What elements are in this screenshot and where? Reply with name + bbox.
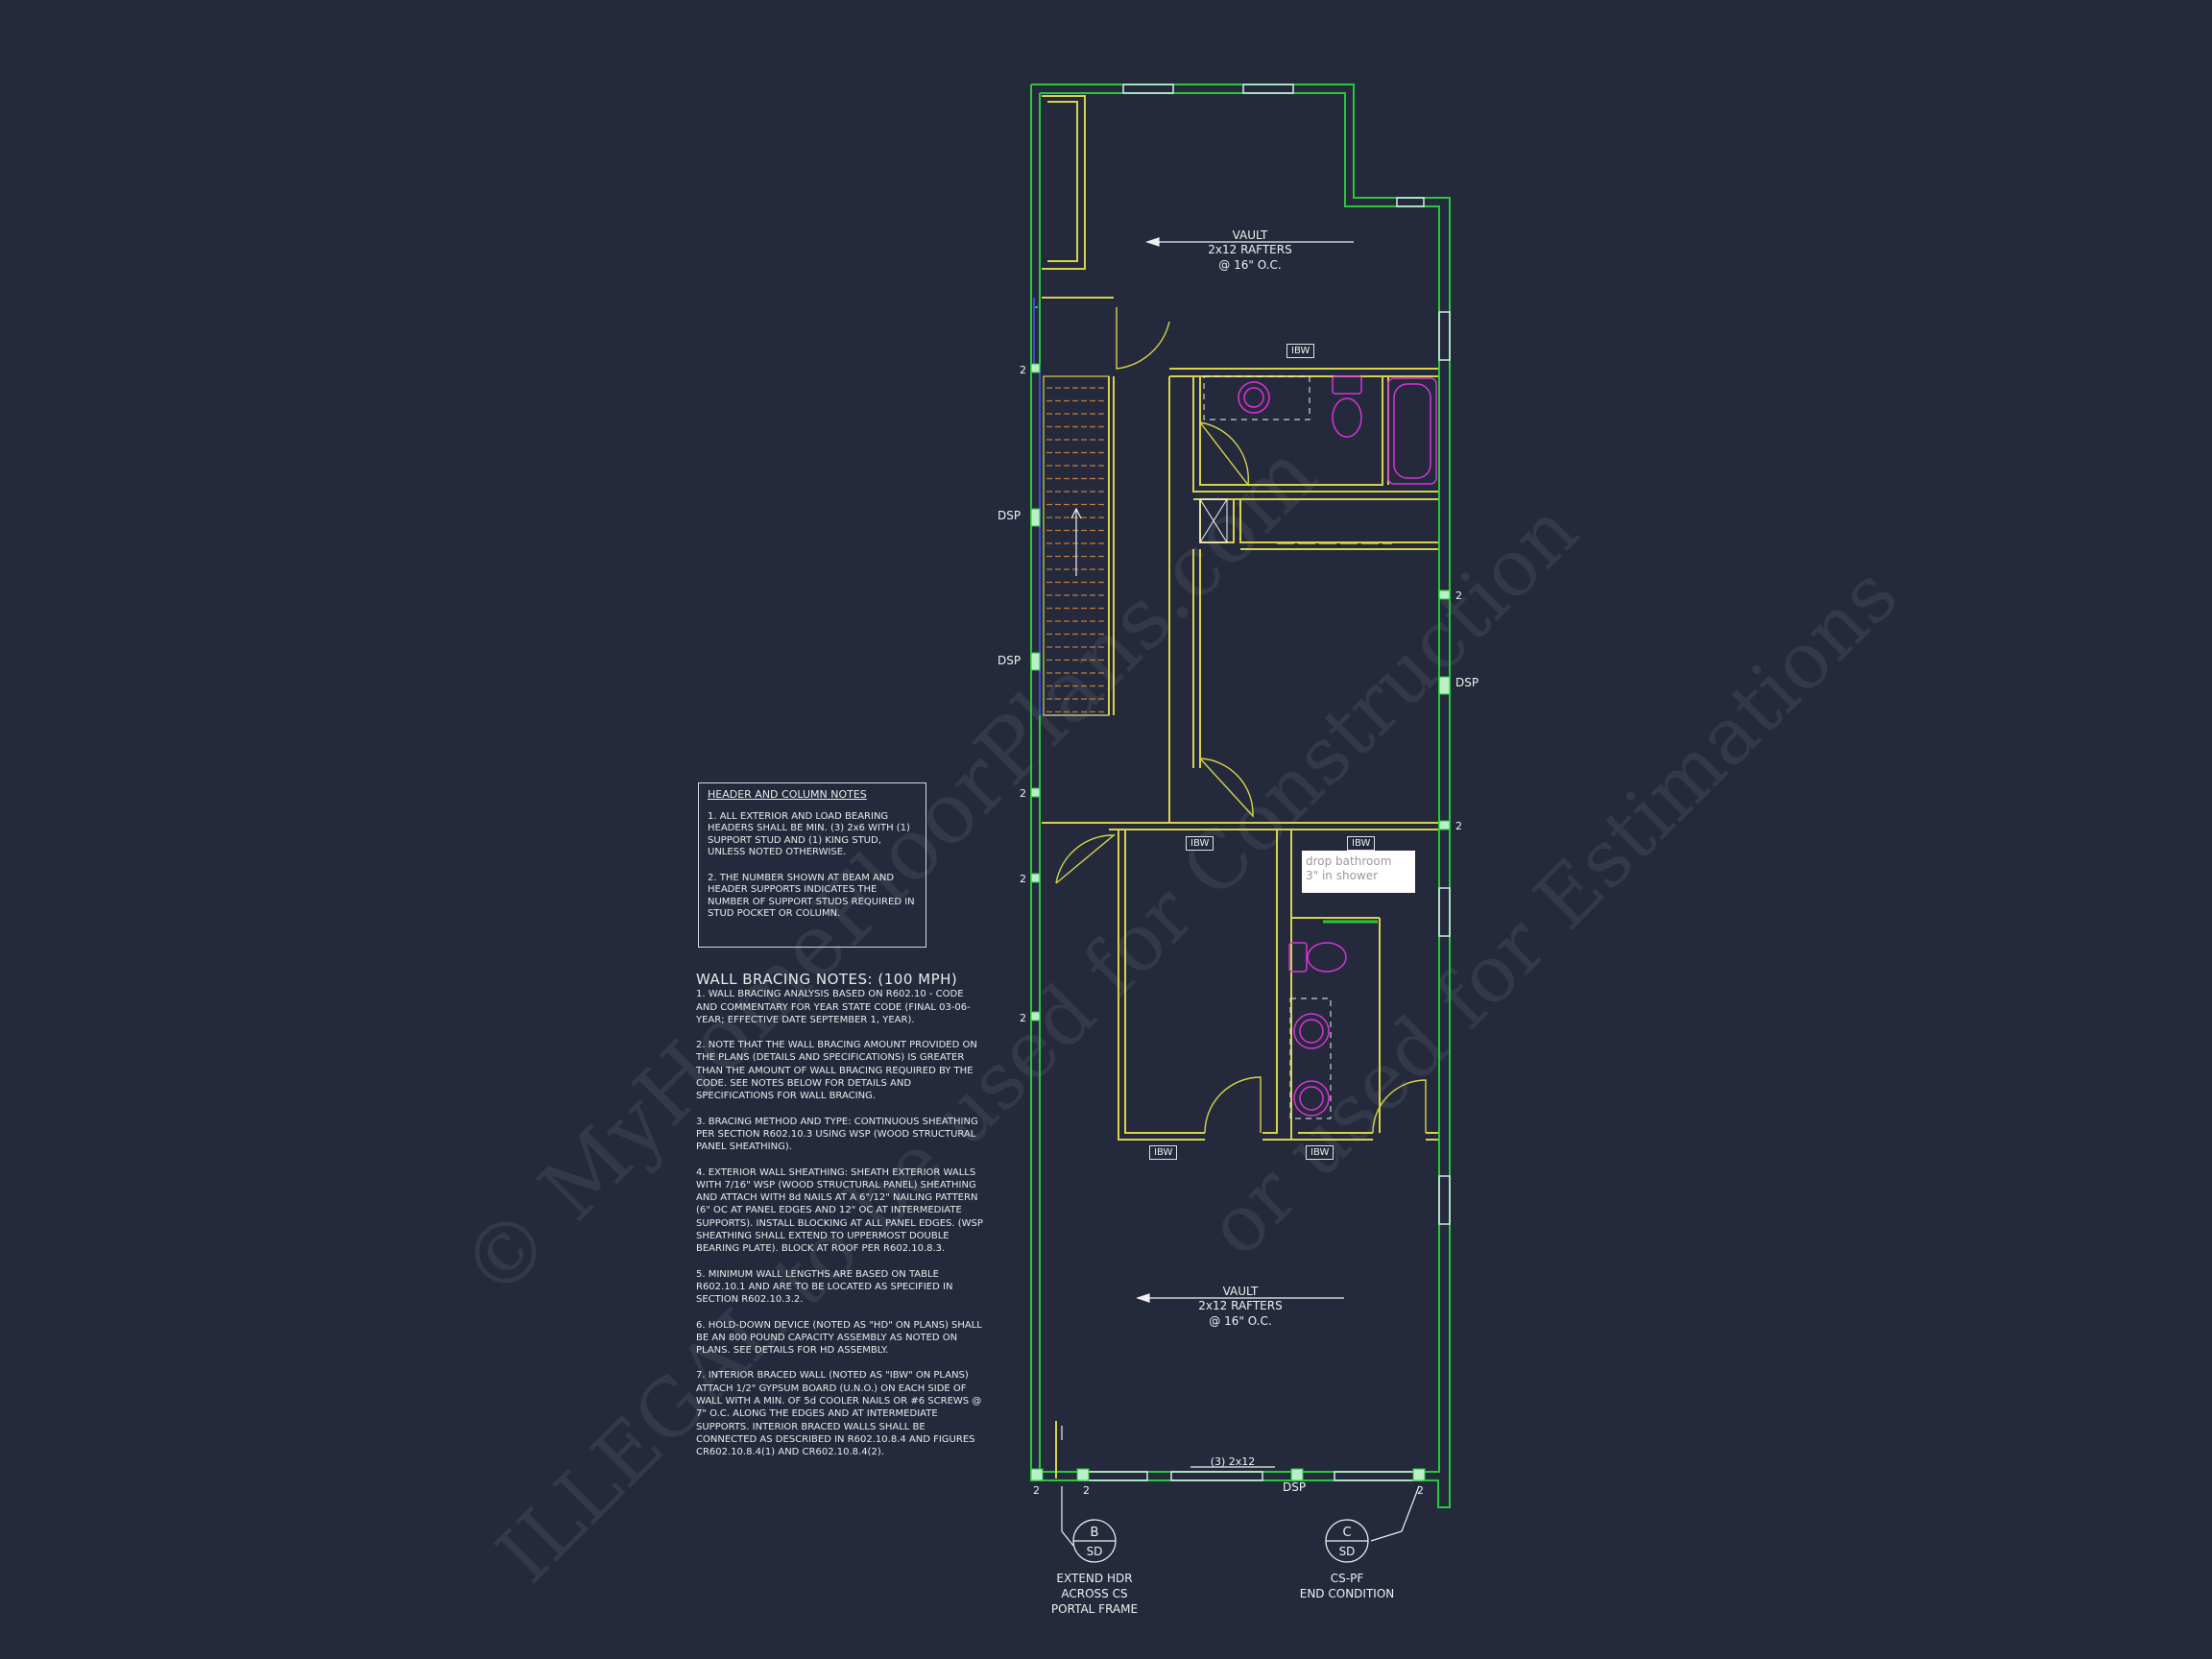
ibw-tag: IBW bbox=[1286, 344, 1315, 358]
svg-text:2: 2 bbox=[1020, 787, 1026, 800]
windows bbox=[1079, 84, 1451, 1481]
wall-bracing-notes: WALL BRACING NOTES: (100 MPH) 1. WALL BR… bbox=[696, 971, 984, 1472]
vault-arrows bbox=[1136, 237, 1354, 1303]
svg-text:2: 2 bbox=[1020, 1012, 1026, 1024]
bracing-note-1: 1. WALL BRACING ANALYSIS BASED ON R602.1… bbox=[696, 989, 971, 1025]
callout-c-caption: CS-PF END CONDITION bbox=[1299, 1572, 1395, 1600]
header-note-2: 2. THE NUMBER SHOWN AT BEAM AND HEADER S… bbox=[708, 872, 915, 920]
header-note-1: 1. ALL EXTERIOR AND LOAD BEARING HEADERS… bbox=[708, 810, 910, 858]
bracing-note-3: 3. BRACING METHOD AND TYPE: CONTINUOUS S… bbox=[696, 1116, 978, 1153]
callout-b-sheet[interactable]: SD bbox=[1087, 1545, 1103, 1558]
stair-treads bbox=[1046, 387, 1106, 713]
vault-top-title: VAULT bbox=[1233, 228, 1268, 242]
comment-line-2: 3" in shower bbox=[1306, 869, 1379, 882]
bracing-note-7: 7. INTERIOR BRACED WALL (NOTED AS "IBW" … bbox=[696, 1370, 982, 1458]
doors bbox=[1055, 307, 1427, 1134]
wall-sheathing-marks bbox=[1033, 298, 1109, 716]
callout-b-caption: EXTEND HDR ACROSS CS PORTAL FRAME bbox=[1050, 1572, 1139, 1616]
svg-text:2: 2 bbox=[1020, 873, 1026, 885]
svg-text:2: 2 bbox=[1020, 364, 1026, 376]
vault-bottom-rafters: 2x12 RAFTERS bbox=[1198, 1299, 1282, 1312]
bracing-notes-title: WALL BRACING NOTES: (100 MPH) bbox=[696, 971, 958, 988]
detail-callouts bbox=[1061, 1426, 1420, 1563]
svg-text:2: 2 bbox=[1417, 1484, 1424, 1497]
staircase bbox=[1043, 375, 1110, 716]
bracing-note-5: 5. MINIMUM WALL LENGTHS ARE BASED ON TAB… bbox=[696, 1268, 953, 1306]
dsp-labels: DSP DSP DSP DSP bbox=[998, 509, 1479, 1494]
stud-count-labels: 2 2 2 2 2 2 2 2 2 bbox=[1020, 364, 1462, 1497]
svg-text:DSP: DSP bbox=[998, 654, 1021, 667]
svg-text:DSP: DSP bbox=[1283, 1480, 1306, 1494]
vault-bottom-title: VAULT bbox=[1223, 1285, 1259, 1298]
plumbing-fixtures bbox=[1238, 375, 1437, 1117]
bracing-note-6: 6. HOLD-DOWN DEVICE (NOTED AS "HD" ON PL… bbox=[696, 1319, 982, 1357]
svg-text:2: 2 bbox=[1083, 1484, 1090, 1497]
svg-text:DSP: DSP bbox=[1455, 676, 1479, 689]
callout-c-letter[interactable]: C bbox=[1342, 1526, 1351, 1540]
header-notes-title: HEADER AND COLUMN NOTES bbox=[708, 788, 867, 801]
comment-line-1: drop bathroom bbox=[1306, 854, 1392, 868]
ibw-tag: IBW bbox=[1347, 836, 1376, 851]
chase-box bbox=[1199, 498, 1228, 543]
header-size-label: (3) 2x12 bbox=[1211, 1455, 1256, 1468]
ibw-tag: IBW bbox=[1149, 1145, 1178, 1160]
callout-b-letter[interactable]: B bbox=[1091, 1526, 1099, 1540]
svg-text:2: 2 bbox=[1033, 1484, 1040, 1497]
callout-c-sheet[interactable]: SD bbox=[1339, 1545, 1356, 1558]
vault-top-spacing: @ 16" O.C. bbox=[1218, 258, 1281, 272]
ibw-tag: IBW bbox=[1306, 1145, 1334, 1160]
vault-top-rafters: 2x12 RAFTERS bbox=[1208, 243, 1291, 256]
interior-walls bbox=[1042, 95, 1438, 1479]
ibw-tag: IBW bbox=[1186, 836, 1214, 851]
vanity-outlines bbox=[1203, 375, 1332, 1119]
comment-popup[interactable]: drop bathroom 3" in shower bbox=[1302, 851, 1415, 893]
bracing-note-2: 2. NOTE THAT THE WALL BRACING AMOUNT PRO… bbox=[696, 1040, 977, 1102]
svg-text:2: 2 bbox=[1455, 589, 1462, 602]
stud-markers bbox=[1030, 363, 1451, 1481]
header-column-notes: HEADER AND COLUMN NOTES 1. ALL EXTERIOR … bbox=[698, 782, 926, 948]
bracing-note-4: 4. EXTERIOR WALL SHEATHING: SHEATH EXTER… bbox=[696, 1166, 983, 1255]
svg-text:DSP: DSP bbox=[998, 509, 1021, 522]
svg-text:2: 2 bbox=[1455, 820, 1462, 832]
vault-bottom-spacing: @ 16" O.C. bbox=[1209, 1314, 1271, 1328]
